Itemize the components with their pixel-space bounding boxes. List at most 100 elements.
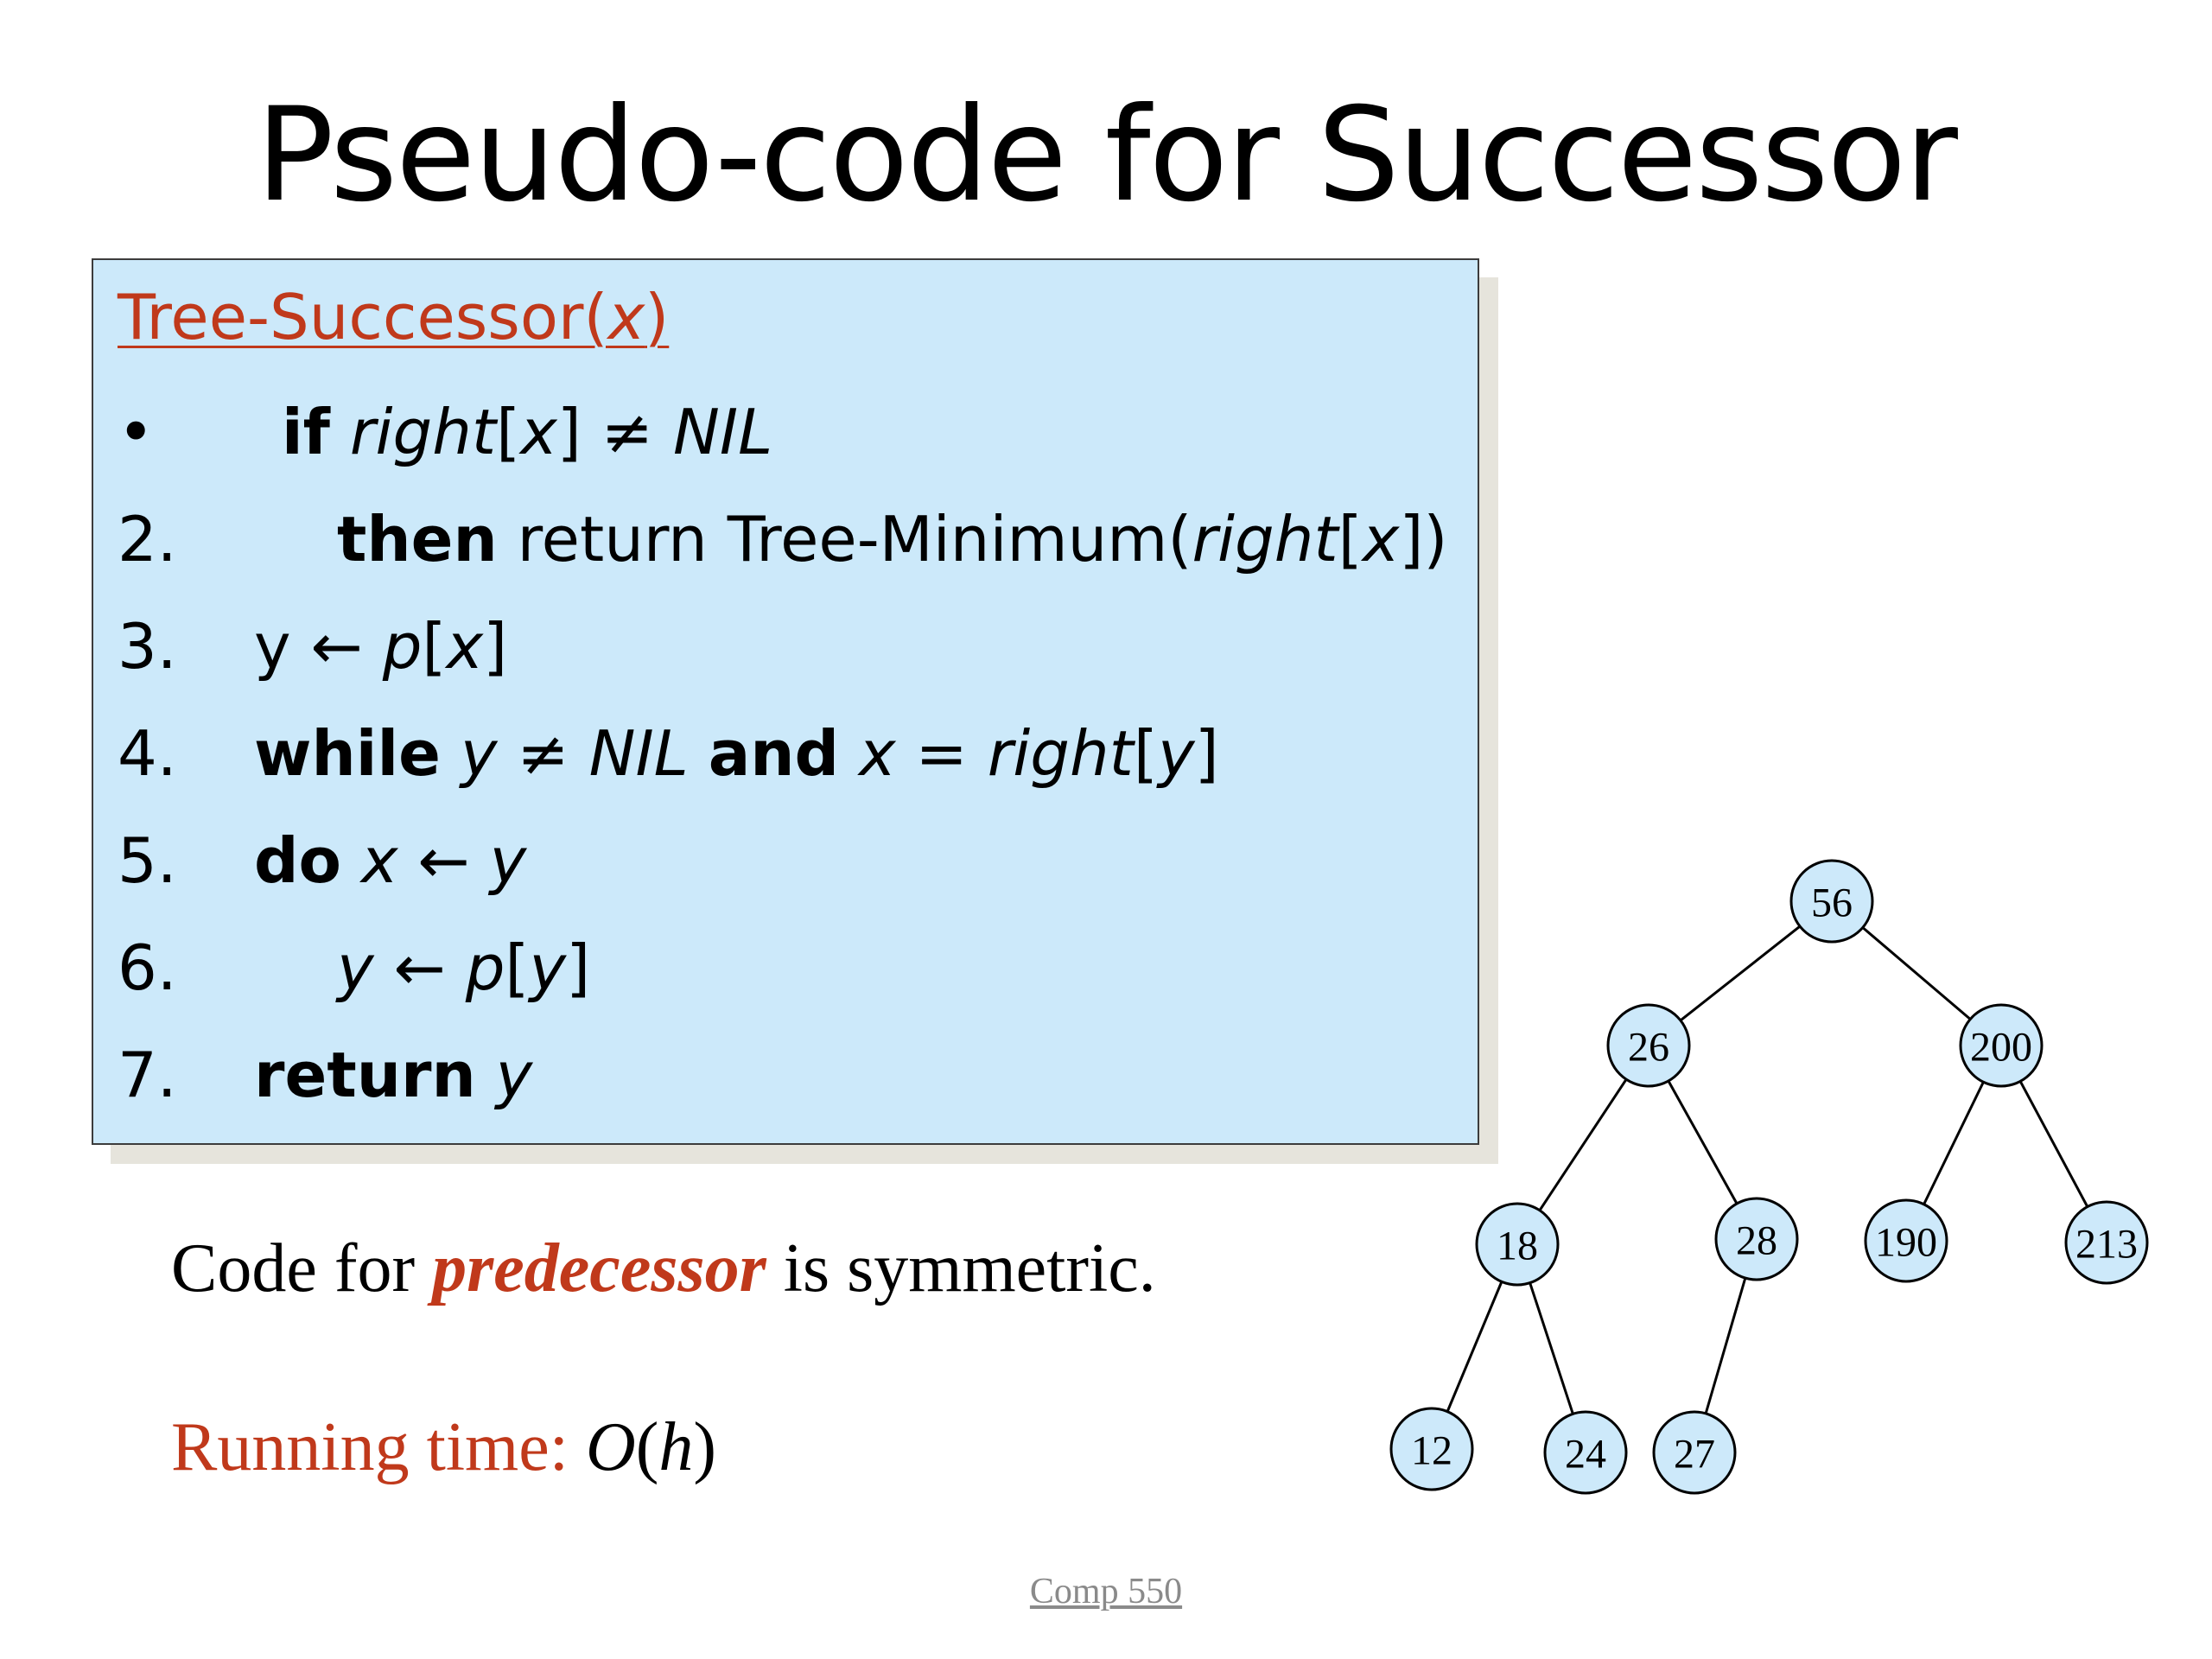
code-italic: y [337,931,374,1004]
code-italic: y [1157,717,1195,790]
paren: ( [635,1409,659,1485]
code-italic: right [987,717,1134,790]
tree-edge [1538,1078,1628,1211]
keyword: while [254,717,441,790]
line-number: 6. [118,931,177,1004]
symmetric-note: Code for predecessor is symmetric. [171,1234,1156,1303]
line-number: 4. [118,717,177,790]
procedure-heading: Tree-Successor(x) [118,286,669,348]
tree-node-190: 190 [1864,1198,1948,1283]
line-number: 2. [118,503,177,575]
code-text: ]) [1399,503,1448,575]
tree-node-label: 200 [1970,1025,2032,1071]
code-text: ← [397,824,490,897]
height-var: h [658,1409,694,1485]
code-text: ≠ [497,717,589,790]
tree-edge [1861,926,1972,1020]
tree-node-12: 12 [1389,1407,1474,1491]
keyword: and [708,717,840,790]
paren: ) [693,1409,717,1485]
code-italic: x [360,824,398,897]
tree-node-circle [1389,1407,1474,1491]
code-text: return Tree-Minimum( [497,503,1192,575]
tree-node-circle [1543,1410,1628,1495]
code-text: ] [566,931,591,1004]
tree-edges [1446,925,2089,1414]
procedure-name: Tree-Successor( [118,281,608,353]
line-number: 7. [118,1039,177,1111]
tree-node-label: 12 [1411,1428,1452,1474]
tree-edge [1446,1281,1503,1413]
big-o: O [586,1409,636,1485]
code-text: ] ≠ [556,396,673,468]
line-number: 3. [118,610,177,683]
code-italic: x [446,610,484,683]
code-text: [ [1133,717,1158,790]
code-text: [ [422,610,447,683]
keyword: do [254,824,342,897]
tree-node-circle [2064,1200,2149,1285]
tree-node-label: 28 [1736,1218,1777,1264]
tree-node-label: 56 [1811,880,1853,926]
keyword: if [282,396,331,468]
code-italic: x [1362,503,1400,575]
tree-node-label: 190 [1875,1220,1937,1266]
code-italic: x [858,717,896,790]
tree-node-circle [1475,1202,1560,1287]
code-italic: x [520,396,557,468]
code-italic: right [349,396,497,468]
code-italic: NIL [588,717,689,790]
tree-node-circle [1652,1410,1737,1495]
code-text: [ [505,931,530,1004]
code-text: y ← [254,610,383,683]
note-text: Code for [171,1230,433,1306]
code-italic: y [489,824,527,897]
code-italic: p [382,610,423,683]
pseudocode-box: Tree-Successor(x) • if right[x] ≠ NIL 2.… [92,258,1479,1145]
code-italic: y [529,931,567,1004]
line-number: • [118,396,155,468]
tree-edge [1679,925,1802,1022]
keyword: then [337,503,498,575]
tree-edge [1704,1277,1747,1414]
tree-node-circle [1606,1003,1691,1088]
tree-node-label: 27 [1674,1432,1715,1478]
code-text: [ [496,396,521,468]
code-text: = [895,717,988,790]
tree-node-28: 28 [1714,1197,1799,1281]
code-text: ] [1194,717,1219,790]
tree-node-circle [1959,1003,2044,1088]
tree-edge [1923,1081,1985,1205]
line-number: 5. [118,824,177,897]
procedure-arg: x [607,281,645,353]
tree-node-200: 200 [1959,1003,2044,1088]
tree-node-label: 213 [2075,1222,2138,1268]
tree-node-18: 18 [1475,1202,1560,1287]
tree-node-label: 26 [1628,1025,1669,1071]
tree-node-27: 27 [1652,1410,1737,1495]
code-italic: right [1192,503,1338,575]
running-time-label: Running time: [171,1409,586,1485]
slide-title: Pseudo-code for Successor [256,80,1958,231]
tree-edge [2018,1080,2089,1208]
tree-node-213: 213 [2064,1200,2149,1285]
tree-node-circle [1789,859,1874,944]
keyword: return [254,1039,476,1111]
running-time: Running time: O(h) [171,1413,716,1482]
code-italic: NIL [672,396,773,468]
code-italic: y [495,1039,533,1111]
note-text: is symmetric. [766,1230,1156,1306]
tree-nodes: 56 26 200 18 28 190 213 12 24 27 [1389,859,2149,1495]
tree-node-26: 26 [1606,1003,1691,1088]
code-text: ← [373,931,466,1004]
note-emphasis: predecessor [432,1230,766,1306]
code-text: ] [483,610,508,683]
code-italic: p [465,931,505,1004]
tree-node-56: 56 [1789,859,1874,944]
tree-edge [1529,1282,1574,1414]
tree-node-circle [1714,1197,1799,1281]
tree-node-label: 24 [1565,1432,1606,1478]
code-italic: y [460,717,498,790]
slide-footer: Comp 550 [1029,1572,1183,1611]
